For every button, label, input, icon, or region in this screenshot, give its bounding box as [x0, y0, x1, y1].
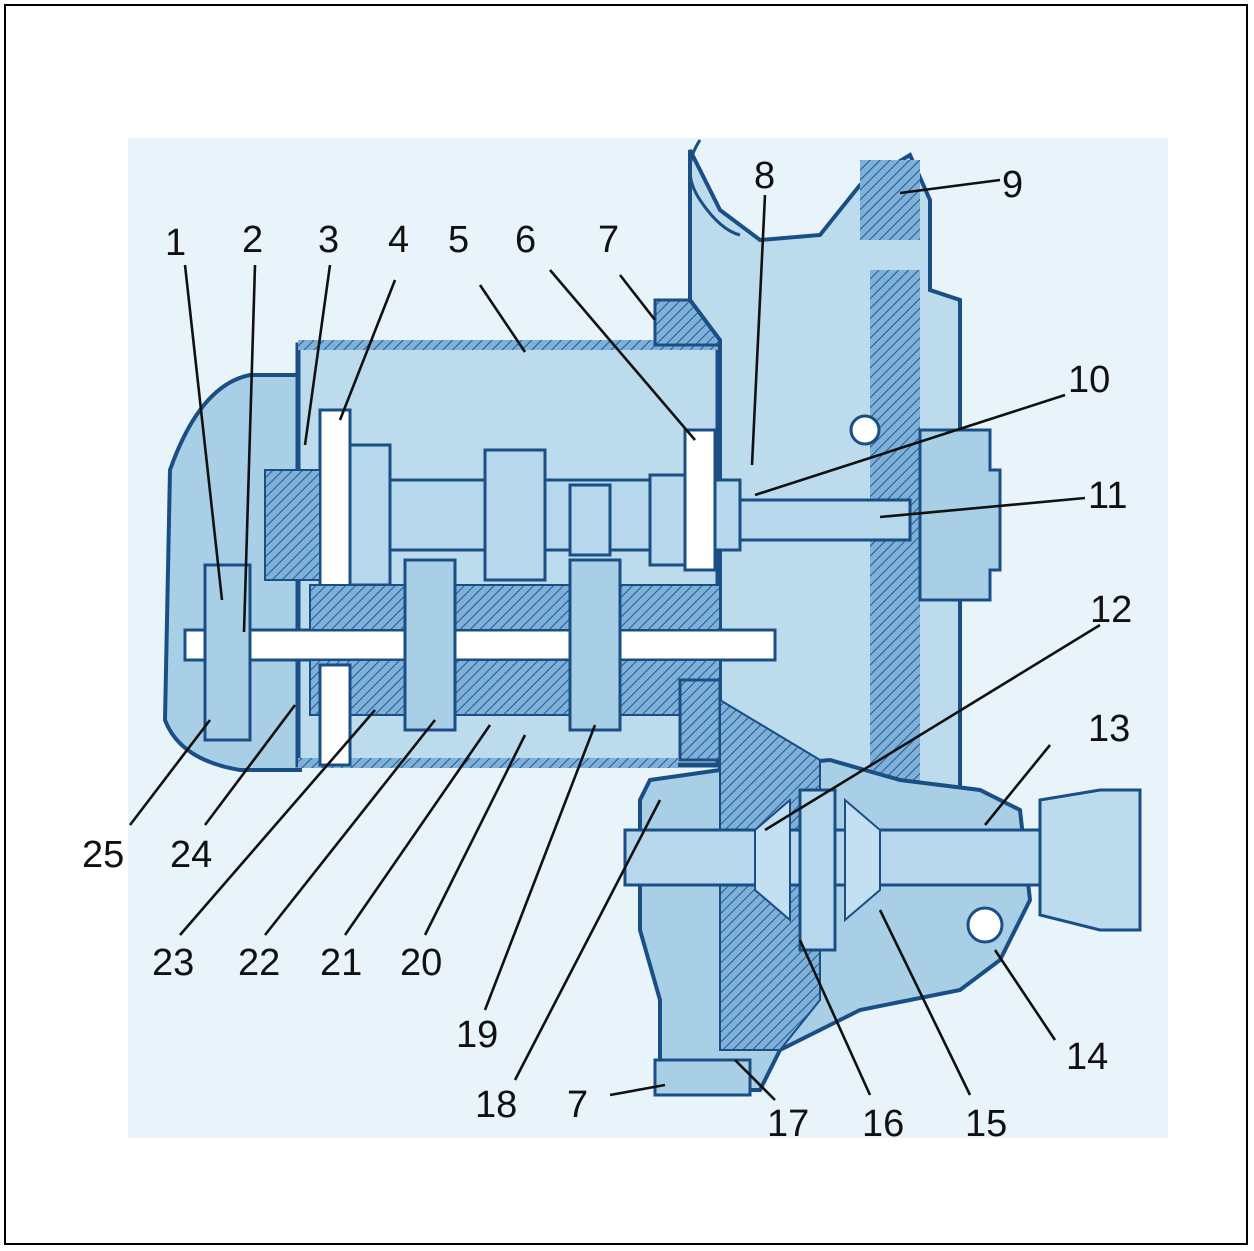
callout-17: 17 — [767, 1103, 809, 1145]
crankshaft-end — [918, 428, 1002, 602]
callout-5: 5 — [448, 219, 469, 261]
input-shaft — [264, 408, 912, 622]
housing-wall-top — [298, 340, 718, 350]
callout-16: 16 — [862, 1103, 904, 1145]
callout-19: 19 — [456, 1014, 498, 1056]
synchro-1-2 — [403, 558, 457, 732]
callout-1: 1 — [165, 222, 186, 264]
callout-14: 14 — [1066, 1036, 1108, 1078]
callout-22: 22 — [238, 942, 280, 984]
lower-flange — [653, 1058, 752, 1097]
cv-joint — [1038, 788, 1142, 932]
callout-6: 6 — [515, 219, 536, 261]
bell-housing-section — [860, 160, 920, 240]
callout-25: 25 — [82, 834, 124, 876]
callout-4: 4 — [388, 219, 409, 261]
input-bearing-right — [683, 428, 717, 572]
side-gear-left — [754, 797, 791, 923]
housing-wall-bottom — [298, 758, 678, 768]
output-gears-lower — [309, 659, 721, 716]
callout-7-top: 7 — [598, 219, 619, 261]
speedometer-drive — [966, 906, 1004, 944]
callout-2: 2 — [242, 219, 263, 261]
callout-21: 21 — [320, 942, 362, 984]
differential-assembly — [623, 698, 1142, 1097]
leader-lines — [128, 178, 1101, 1101]
callout-10: 10 — [1068, 359, 1110, 401]
clutch-cable — [688, 139, 741, 237]
synchro-3-4 — [568, 558, 622, 732]
callout-13: 13 — [1088, 708, 1130, 750]
callout-23: 23 — [152, 942, 194, 984]
callout-labels: 1 2 3 4 5 6 7 8 9 10 11 12 13 14 15 16 1… — [82, 155, 1132, 1145]
fifth-gear-synchro — [203, 563, 252, 742]
callout-7-bottom: 7 — [567, 1084, 588, 1126]
output-pinion — [678, 678, 722, 762]
pinion-shaft — [798, 788, 837, 952]
callout-18: 18 — [475, 1084, 517, 1126]
callout-24: 24 — [170, 834, 212, 876]
callout-8: 8 — [754, 155, 775, 197]
output-bearing-left — [318, 663, 352, 767]
input-gear-2 — [483, 448, 547, 582]
callout-20: 20 — [400, 942, 442, 984]
release-fork-pivot — [849, 414, 881, 446]
input-gear-1 — [348, 443, 392, 587]
output-shaft — [183, 558, 777, 767]
callout-12: 12 — [1090, 589, 1132, 631]
input-gear-3 — [568, 483, 612, 557]
input-gear-end — [264, 469, 321, 581]
callout-11: 11 — [1088, 475, 1127, 517]
output-gears-upper — [309, 584, 721, 631]
callout-9: 9 — [1002, 164, 1023, 206]
callout-15: 15 — [965, 1103, 1007, 1145]
side-gear-right — [844, 797, 881, 923]
callout-3: 3 — [318, 219, 339, 261]
